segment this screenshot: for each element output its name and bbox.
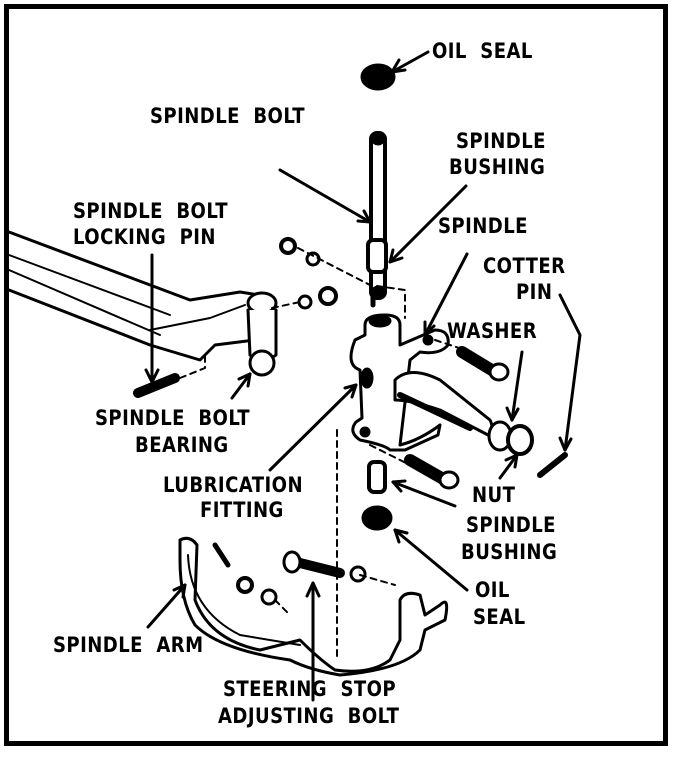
label-washer: WASHER	[447, 319, 538, 343]
oil-seal-bottom	[361, 505, 393, 531]
spindle-bushing-top	[366, 238, 388, 274]
label-spindle-bolt-locking-pin-line1: SPINDLE BOLT	[73, 199, 229, 223]
leader-arrows	[144, 50, 582, 702]
label-spindle: SPINDLE	[438, 214, 528, 238]
steering-stop-bolt	[282, 550, 345, 578]
label-spindle-bushing-bottom-line2: BUSHING	[461, 540, 558, 564]
label-steering-stop-line2: ADJUSTING BOLT	[218, 704, 400, 728]
label-lubrication-fitting-line2: FITTING	[200, 498, 284, 522]
label-cotter-pin-line1: COTTER	[483, 254, 566, 278]
spindle-bushing-bottom	[367, 460, 387, 494]
castle-nut	[506, 424, 534, 456]
label-lubrication-fitting-line1: LUBRICATION	[163, 473, 303, 497]
spindle-bolt-locking-pin	[133, 373, 180, 398]
label-nut: NUT	[472, 483, 516, 507]
axle-beam	[7, 230, 278, 362]
label-spindle-bolt-bearing-line1: SPINDLE BOLT	[95, 406, 251, 430]
label-spindle-arm: SPINDLE ARM	[53, 633, 204, 657]
label-oil-seal-bottom-line2: SEAL	[473, 605, 526, 629]
label-spindle-bushing-top-line1: SPINDLE	[456, 129, 546, 153]
label-spindle-bushing-top-line2: BUSHING	[449, 155, 546, 179]
upper-steering-bolt	[456, 346, 510, 382]
label-spindle-bolt-locking-pin-line2: LOCKING PIN	[73, 225, 216, 249]
lower-steering-bolt	[404, 454, 460, 490]
label-spindle-bushing-bottom-line1: SPINDLE	[466, 513, 556, 537]
label-spindle-bolt-bearing-line2: BEARING	[135, 433, 229, 457]
label-spindle-bolt: SPINDLE BOLT	[150, 104, 306, 128]
cotter-pin	[537, 452, 568, 478]
spindle-knuckle	[349, 313, 494, 452]
lubrication-fitting	[360, 367, 374, 389]
label-oil-seal-bottom-line1: OIL	[475, 578, 510, 602]
spindle-arm	[178, 536, 449, 677]
oil-seal-top	[360, 63, 396, 91]
label-steering-stop-line1: STEERING STOP	[223, 677, 397, 701]
label-cotter-pin-line2: PIN	[516, 280, 553, 304]
label-oil-seal-top: OIL SEAL	[432, 39, 533, 63]
spindle-bolt-bearing	[248, 349, 276, 377]
assembly-guide-lines	[179, 247, 466, 661]
